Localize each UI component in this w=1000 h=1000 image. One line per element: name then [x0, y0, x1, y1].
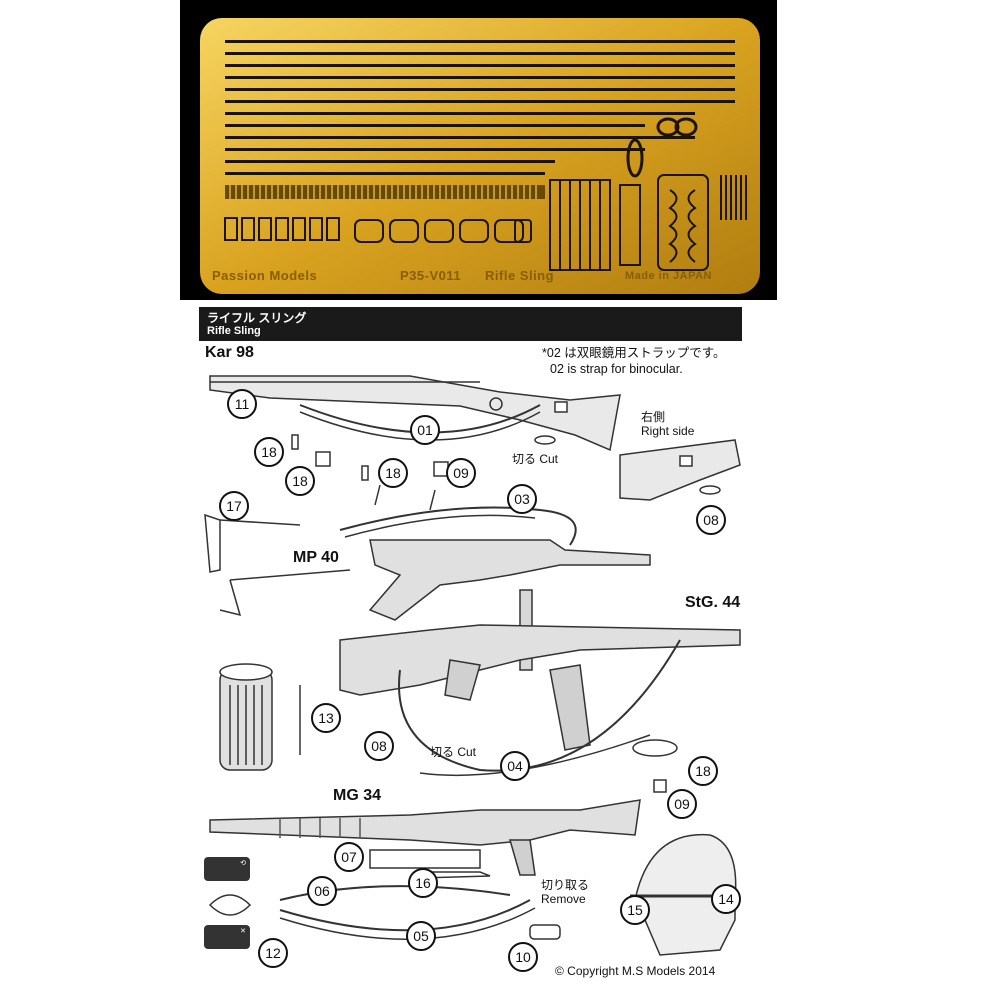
remove-jp: 切り取る	[541, 878, 590, 892]
fret-brand: Passion Models	[212, 268, 318, 283]
part-callout: 18	[688, 756, 718, 786]
label-mg34: MG 34	[333, 787, 382, 804]
stg44-drawing	[339, 624, 741, 751]
label-mp40: MP 40	[293, 549, 339, 566]
part-callout: 15	[620, 895, 650, 925]
remove-en: Remove	[541, 892, 586, 906]
cut-label-1: 切る Cut	[512, 452, 559, 466]
right-side-jp: 右側	[641, 410, 666, 424]
cut-label-2: 切る Cut	[430, 745, 477, 759]
part-callout: 11	[227, 389, 257, 419]
kar98-rifle-drawing	[209, 375, 621, 452]
part-callout: 08	[364, 731, 394, 761]
binocular-note-en: 02 is strap for binocular.	[550, 362, 683, 376]
cut-symbol-icon: ✕	[204, 925, 250, 949]
bend-symbol-icon: ⟲	[204, 857, 250, 881]
part-callout: 09	[446, 458, 476, 488]
mg34-drawing	[209, 799, 641, 876]
copyright-notice: © Copyright M.S Models 2014	[555, 964, 716, 978]
header-banner: ライフル スリング Rifle Sling	[199, 307, 742, 341]
part-callout: 06	[307, 876, 337, 906]
part-callout: 05	[406, 921, 436, 951]
fret-origin: Made in JAPAN	[625, 270, 712, 282]
part-callout: 08	[696, 505, 726, 535]
part-callout: 09	[667, 789, 697, 819]
part-callout: 01	[410, 415, 440, 445]
assembly-drawing	[204, 375, 741, 956]
part-callout: 04	[500, 751, 530, 781]
header-title-en: Rifle Sling	[207, 325, 261, 337]
fret-product-name: Rifle Sling	[485, 268, 555, 283]
part-callout: 17	[219, 491, 249, 521]
part-callout: 03	[507, 484, 537, 514]
photo-etch-fret: Passion Models P35-V011 Rifle Sling Made…	[180, 0, 777, 300]
part-callout: 18	[285, 466, 315, 496]
part-callout: 16	[408, 868, 438, 898]
part-callout: 18	[254, 437, 284, 467]
fret-product-code: P35-V011	[400, 268, 462, 283]
part-callout: 10	[508, 942, 538, 972]
part-callout: 12	[258, 938, 288, 968]
label-kar98: Kar 98	[205, 344, 254, 361]
right-side-en: Right side	[641, 424, 695, 438]
part-callout: 07	[334, 842, 364, 872]
header-title-jp: ライフル スリング	[207, 311, 307, 325]
binocular-note-jp: *02 は双眼鏡用ストラップです。	[542, 346, 726, 360]
part-callout: 14	[711, 884, 741, 914]
part-callout: 13	[311, 703, 341, 733]
part-callout: 18	[378, 458, 408, 488]
label-stg44: StG. 44	[685, 594, 741, 611]
